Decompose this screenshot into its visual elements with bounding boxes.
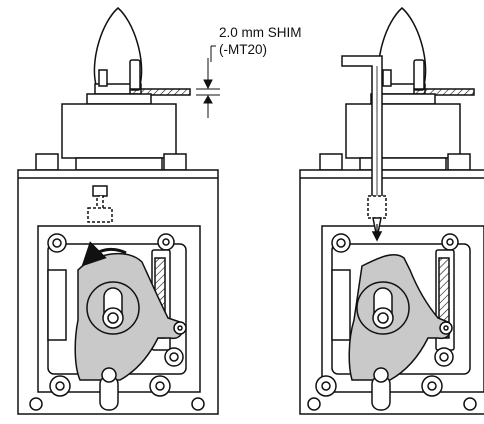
inner-frame bbox=[37, 225, 201, 393]
upper-body bbox=[61, 103, 177, 159]
hex-key-icon bbox=[341, 55, 387, 242]
right-view bbox=[299, 7, 484, 415]
shim-callout-line1: 2.0 mm SHIM bbox=[219, 25, 302, 40]
upper-collar bbox=[86, 93, 152, 105]
shim-plate-right bbox=[413, 88, 475, 96]
rotation-arrow bbox=[81, 241, 127, 267]
shim-dimension bbox=[196, 45, 220, 118]
shim-plate bbox=[129, 88, 191, 96]
left-view bbox=[17, 7, 219, 415]
shim-callout-line2: (-MT20) bbox=[219, 42, 267, 57]
